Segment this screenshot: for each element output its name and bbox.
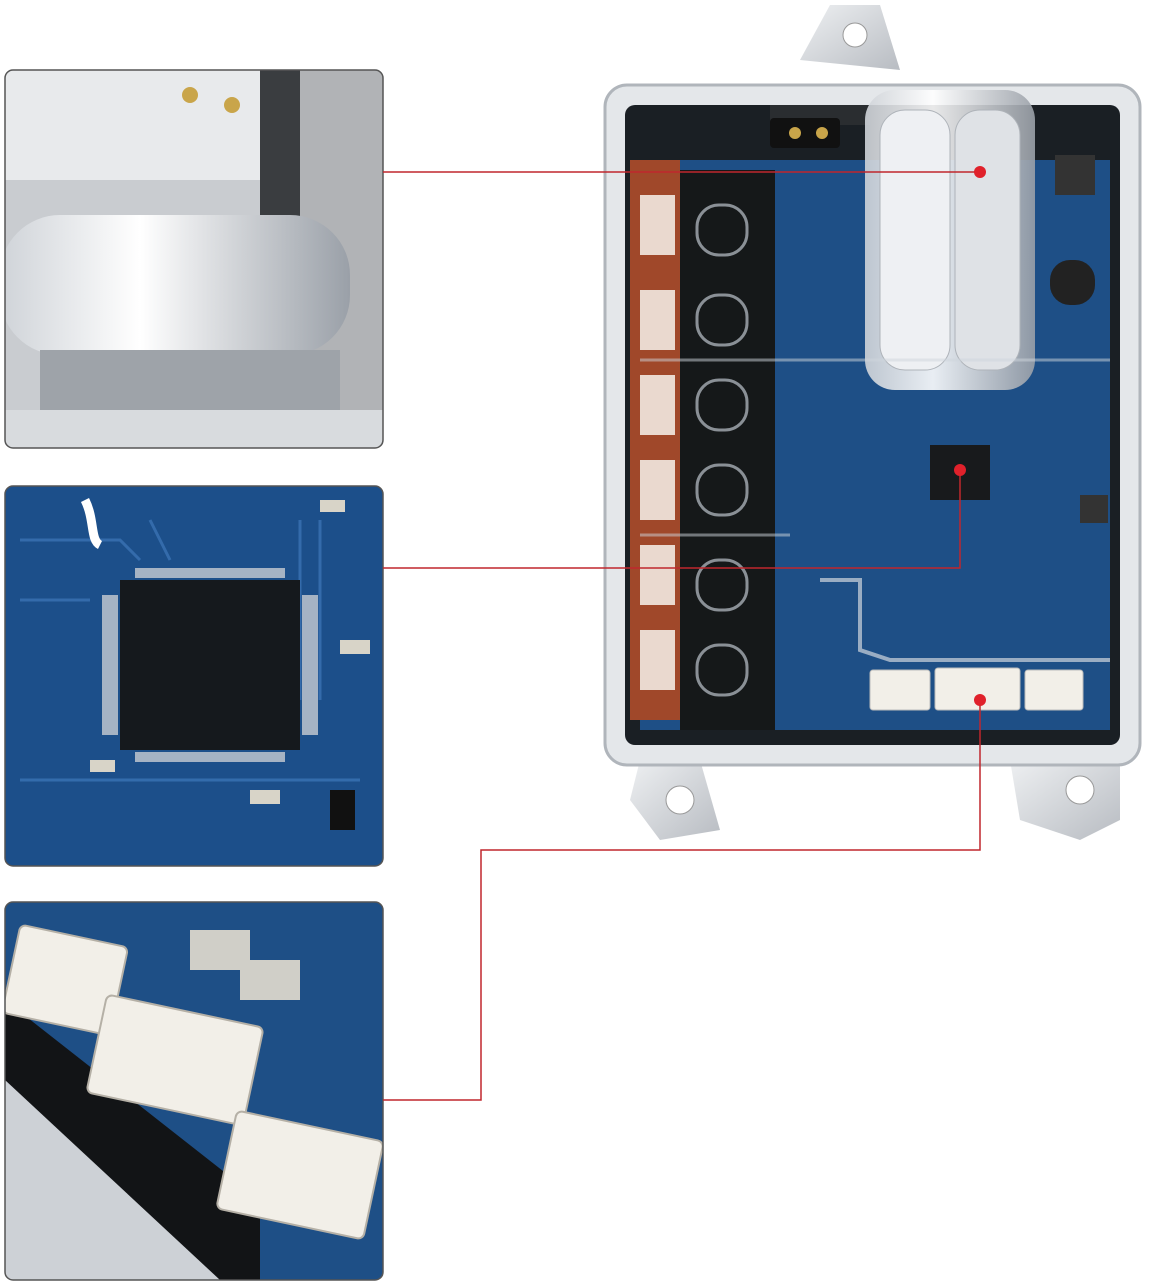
chip bbox=[120, 580, 300, 750]
capacitor-closeup bbox=[5, 70, 383, 448]
controller-board bbox=[603, 5, 1142, 840]
connector-2 bbox=[934, 667, 1021, 711]
bottom-right-mount-tab bbox=[1010, 760, 1120, 840]
mosfet-bar bbox=[680, 170, 775, 730]
callout-line-chip bbox=[383, 470, 961, 569]
callout-dot-connectors bbox=[974, 694, 986, 706]
power-connector bbox=[770, 118, 840, 148]
callout-dot-chip bbox=[954, 464, 966, 476]
chip-closeup bbox=[5, 486, 383, 866]
connector-closeup bbox=[5, 902, 383, 1280]
connector-1 bbox=[869, 669, 931, 711]
callout-lines bbox=[383, 171, 981, 1101]
callout-dot-capacitor bbox=[974, 166, 986, 178]
callout-line-connectors bbox=[383, 700, 981, 1101]
connector-3 bbox=[1024, 669, 1084, 711]
